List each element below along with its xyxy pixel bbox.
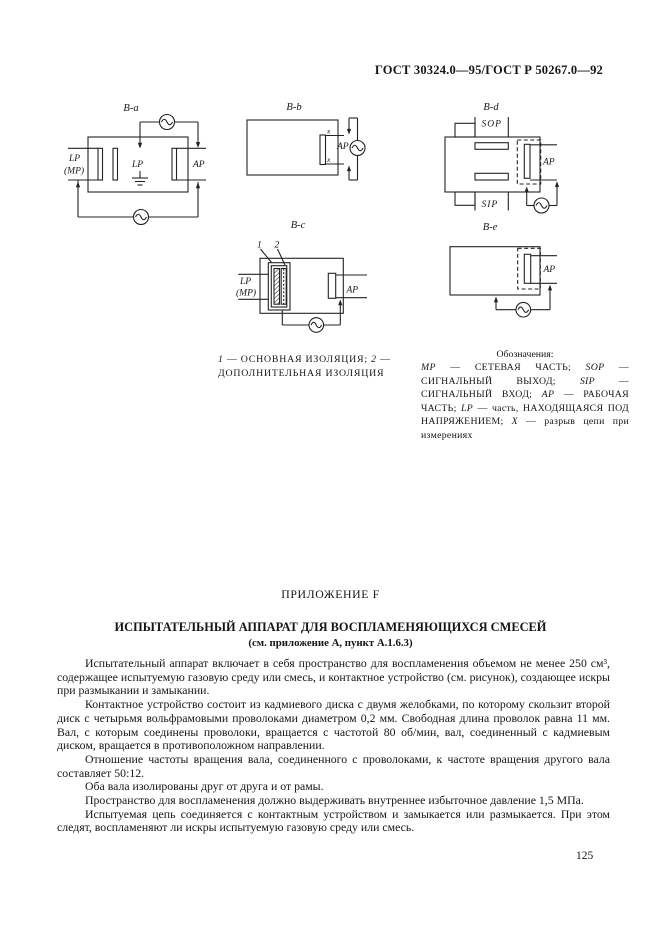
caption-number-2: 2 <box>371 354 377 365</box>
callout-1: 1 <box>257 241 262 251</box>
label-lp: LP <box>239 277 251 287</box>
supplementary-insulation <box>267 262 291 311</box>
figure-caption: 1 — ОСНОВНАЯ ИЗОЛЯЦИЯ; 2 — ДОПОЛНИТЕЛЬНА… <box>218 353 420 381</box>
diagram-b-e: B-e АР <box>449 222 557 318</box>
basic-insulation <box>270 265 288 308</box>
label-mp: (МР) <box>64 166 84 177</box>
page-number: 125 <box>576 850 594 862</box>
figure-legend: Обозначения: МР — СЕТЕВАЯ ЧАСТЬ; SOP — С… <box>421 349 629 442</box>
label-lp: LP <box>68 154 80 164</box>
legend-text: — часть, НАХОДЯЩАЯСЯ ПОД НАПРЯЖЕНИЕМ; <box>421 402 629 428</box>
legend-abbr: SOP <box>585 362 605 373</box>
electrode <box>273 267 281 305</box>
legend-text: — РАБОЧАЯ ЧАСТЬ; <box>421 389 629 414</box>
diagram-b-c-title: B-c <box>291 220 306 231</box>
label-mp: (МР) <box>236 288 256 299</box>
electrode <box>327 272 337 299</box>
label-lp-inner: LP <box>131 160 143 170</box>
electrode <box>523 143 531 179</box>
paragraph: Оба вала изолированы друг от друга и от … <box>85 779 324 794</box>
callout-2: 2 <box>275 241 280 251</box>
label-ap: АР <box>543 265 556 275</box>
legend-body: МР — СЕТЕВАЯ ЧАСТЬ; SOP — СИГНАЛЬНЫЙ ВЫХ… <box>421 361 629 442</box>
electrode <box>523 253 532 284</box>
body-text: Испытательный аппарат включает в себя пр… <box>57 656 610 835</box>
label-ap: АР <box>192 160 205 170</box>
diagram-b-e-title: B-e <box>483 222 498 233</box>
slot <box>474 172 509 181</box>
diagram-b-d: B-d SOP SIP АР <box>444 102 560 214</box>
label-sop: SOP <box>482 120 502 130</box>
electrode <box>319 134 327 166</box>
label-ap: АР <box>346 286 359 296</box>
arrow-down-icon <box>346 128 352 135</box>
arrow-up-icon <box>195 182 201 189</box>
break-mark-top: x <box>326 127 331 136</box>
appendix-subtitle: (см. приложение А, пункт А.1.6.3) <box>248 637 413 649</box>
label-ap: АР <box>542 158 555 168</box>
diagram-b-c: B-c 1 2 LP (МР) АР <box>236 220 367 333</box>
paragraph: Контактное устройство состоит из кадмиев… <box>57 697 610 753</box>
arrow-down-icon <box>195 142 201 148</box>
legend-abbr: МР <box>421 362 436 373</box>
slot <box>474 142 509 150</box>
diagram-b-a-title: B-a <box>123 103 138 114</box>
caption-number-1: 1 <box>218 354 224 365</box>
appendix-title: ИСПЫТАТЕЛЬНЫЙ АППАРАТ ДЛЯ ВОСПЛАМЕНЯЮЩИХ… <box>114 620 547 634</box>
diagram-b-d-title: B-d <box>483 102 499 113</box>
break-mark-bottom: x <box>326 155 331 164</box>
arrow-up-icon <box>547 284 553 291</box>
legend-abbr: X <box>511 416 518 427</box>
legend-abbr: АР <box>541 389 555 400</box>
electrode <box>112 147 119 181</box>
diagram-b-b-title: B-b <box>286 102 301 113</box>
arrow-up-icon <box>493 296 499 303</box>
paragraph: Пространство для воспламенения должно вы… <box>85 793 584 808</box>
paragraph: Отношение частоты вращения вала, соедине… <box>57 751 610 780</box>
arrow-up-icon <box>75 181 81 188</box>
label-sip: SIP <box>482 200 499 210</box>
legend-text: — СЕТЕВАЯ ЧАСТЬ; <box>435 362 586 373</box>
diagram-b-b: B-b x x АР <box>246 102 366 181</box>
standard-number-header: ГОСТ 30324.0—95/ГОСТ Р 50267.0—92 <box>374 63 603 77</box>
legend-abbr: SIP <box>579 375 595 387</box>
legend-title: Обозначения: <box>496 349 554 360</box>
appendix-label: ПРИЛОЖЕНИЕ F <box>281 587 380 601</box>
arrow-up-icon <box>338 299 343 306</box>
electrode <box>171 147 178 181</box>
legend-text: — СИГНАЛЬНЫЙ ВЫХОД; <box>421 362 629 387</box>
electrode <box>97 147 104 181</box>
paragraph: Испытательный аппарат включает в себя пр… <box>57 656 610 698</box>
arrow-up-icon <box>524 186 529 193</box>
arrow-up-icon <box>554 181 560 187</box>
arrow-down-icon <box>137 142 143 149</box>
caption-text-1: — ОСНОВНАЯ ИЗОЛЯЦИЯ; <box>223 354 372 365</box>
legend-text: — СИГНАЛЬНЫЙ ВХОД; <box>421 375 629 401</box>
caption-text-2: — ДОПОЛНИТЕЛЬНАЯ ИЗОЛЯЦИЯ <box>218 354 391 379</box>
legend-abbr: LP <box>461 402 474 414</box>
legend-text: — разрыв цепи при измерениях <box>421 416 629 441</box>
paragraph: Испытуемая цепь соединяется с контактным… <box>57 806 610 835</box>
arrow-up-icon <box>346 165 352 172</box>
label-ap: АР <box>336 142 349 152</box>
diagram-b-a: B-a LP (МР) LP АР <box>64 103 206 226</box>
